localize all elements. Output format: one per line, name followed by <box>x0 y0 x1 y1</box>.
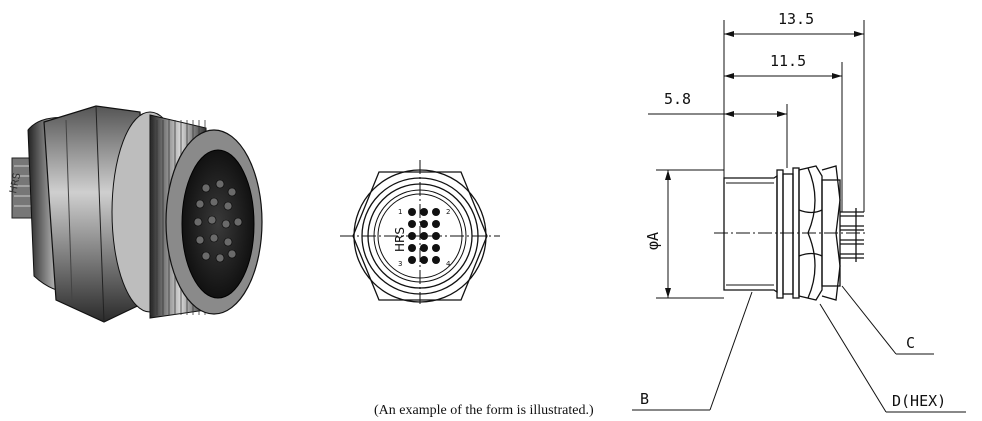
photo-brand-text: HRS <box>8 172 23 195</box>
contact-holes-photo <box>193 179 243 263</box>
callout-c: C <box>841 285 934 355</box>
callout-d-hex-label: D(HEX) <box>892 392 946 410</box>
terminals-side <box>840 208 864 262</box>
dim-phi-a-label: φA <box>644 232 662 250</box>
dim-terminal-length: 11.5 <box>724 52 843 212</box>
dim-overall-length: 13.5 <box>723 10 865 212</box>
hex-nut-side <box>798 165 823 301</box>
pin-number-2: 2 <box>446 208 450 216</box>
front-view: HRS 1 2 3 4 <box>340 160 500 304</box>
front-brand-text: HRS <box>393 227 407 252</box>
dim-13-5-label: 13.5 <box>778 10 814 28</box>
dim-11-5-label: 11.5 <box>770 52 806 70</box>
callout-b-label: B <box>640 390 649 408</box>
connector-photo: HRS <box>8 105 263 323</box>
mating-face-photo <box>181 149 255 299</box>
side-view: 13.5 11.5 5.8 φA <box>632 10 966 413</box>
callout-c-label: C <box>906 334 915 352</box>
illustration-caption: (An example of the form is illustrated.) <box>374 403 594 418</box>
callout-d-hex: D(HEX) <box>819 303 966 413</box>
pin-number-1: 1 <box>398 208 402 216</box>
dim-5-8-label: 5.8 <box>664 90 691 108</box>
dim-diameter: φA <box>644 169 724 299</box>
pin-number-3: 3 <box>398 260 402 268</box>
dim-shell-length: 5.8 <box>648 90 788 168</box>
contact-pins <box>408 208 440 264</box>
callout-b: B <box>632 291 753 411</box>
pin-number-4: 4 <box>446 260 451 268</box>
